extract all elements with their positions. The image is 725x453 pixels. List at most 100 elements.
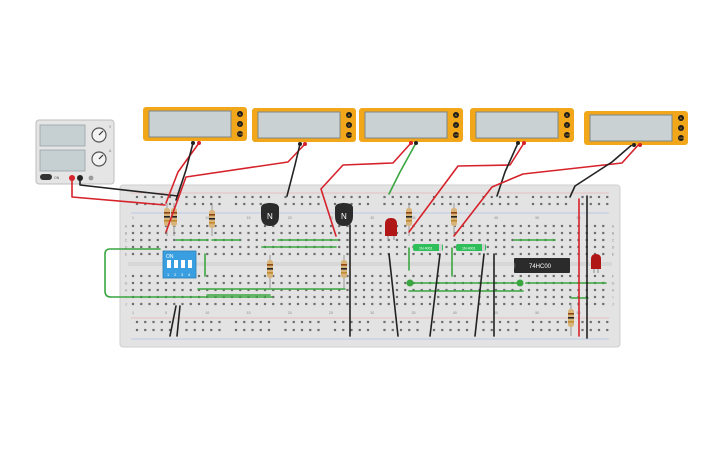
multimeter-1-terminal-com: COM [238,133,244,136]
multimeter-3-screen [364,111,448,139]
positive-terminal[interactable] [69,175,75,181]
row-letter: A [125,224,128,228]
column-number: 35 [412,216,416,220]
multimeter-5[interactable]: A V COM [584,111,688,147]
ground-terminal[interactable] [88,175,94,181]
multimeter-1-screen [148,110,232,138]
wire-black-2[interactable] [388,253,399,337]
column-number: 40 [453,311,457,315]
wire-meter2-black[interactable] [286,143,301,197]
ic-74hc00[interactable]: 74HC00 [514,258,570,273]
dip-switch-toggle-4[interactable] [188,260,192,268]
wire-meter1-black[interactable] [175,142,194,201]
column-number: 30 [370,311,374,315]
row-letter: F [612,274,615,278]
resistor-4[interactable] [267,255,273,288]
row-letter: E [125,252,128,256]
column-number: 45 [494,216,498,220]
wire-black-7[interactable] [176,305,181,337]
green-jumper-wires[interactable] [104,239,607,299]
wire-meter5-red[interactable] [453,142,641,237]
wire-black-3[interactable] [429,253,441,337]
wire-black-6[interactable] [169,305,177,337]
row-letter: B [612,231,615,235]
column-number: 1 [132,311,134,315]
column-number: 50 [535,216,539,220]
dip-switch-position-1: 1 [167,272,170,277]
multimeter-2-terminal-v: V [348,123,351,127]
wire-junction-left[interactable] [406,279,414,287]
row-letter: B [125,231,128,235]
row-letter: C [125,238,128,242]
resistor-3[interactable] [209,205,215,236]
transistor-2[interactable]: N [335,203,353,226]
row-letter: I [613,295,614,299]
multimeter-3-terminal-v: V [455,123,458,127]
multimeter-5-terminal-com: COM [679,137,685,140]
dip-switch-label: ON [166,254,174,260]
resistor-6[interactable] [406,203,412,236]
multimeter-4-terminal-v: V [566,123,569,127]
dip-switch-toggle-2[interactable] [174,260,178,268]
resistor-1[interactable] [164,203,170,236]
multimeter-3[interactable]: A V COM [359,108,463,145]
multimeter-1-terminal-a: A [239,112,242,116]
dip-switch-toggle-1[interactable] [167,260,171,268]
wire-psu-negative[interactable] [79,180,179,197]
ic-label: 74HC00 [529,264,552,270]
negative-terminal[interactable] [77,175,83,181]
power-switch[interactable] [40,174,52,180]
multimeter-2[interactable]: A V COM [252,108,356,146]
led-1[interactable] [385,218,397,240]
current-knob-label: A [109,149,112,153]
wire-meter3-green[interactable] [388,142,417,195]
row-letter: J [612,302,614,306]
transistor-1[interactable]: N [261,203,279,226]
wire-meter2-red[interactable] [165,143,306,233]
multimeter-4-screen [475,111,559,139]
wire-meter4-red[interactable] [408,142,525,233]
column-number: 25 [329,311,333,315]
green-wire-left-loop[interactable] [104,248,273,298]
row-letter: E [612,252,615,256]
multimeter-5-screen [589,114,673,142]
dip-switch-toggle-3[interactable] [181,260,185,268]
power-supply[interactable]: V A ON [35,119,115,185]
multimeter-1-terminal-v: V [239,122,242,126]
wire-psu-positive[interactable] [71,180,166,206]
row-letter: D [612,245,615,249]
row-letter: A [612,224,615,228]
multimeter-1[interactable]: A V COM [143,107,247,145]
multimeter-5-terminal-a: A [680,116,683,120]
wire-meter1-red[interactable] [165,142,200,204]
row-letter: G [612,281,615,285]
column-number: 15 [247,216,251,220]
transistor-2-label: N [341,212,347,221]
dip-switch[interactable]: ON 1 2 3 4 [162,250,197,279]
diode-2[interactable]: 1N 4001 [456,244,486,251]
dip-switch-position-2: 2 [174,272,177,277]
resistor-7[interactable] [451,203,457,236]
row-letter: C [612,238,615,242]
wire-black-4[interactable] [474,253,485,337]
column-number: 10 [205,311,209,315]
wire-meter3-red[interactable] [320,142,412,237]
led-2[interactable] [591,254,601,273]
wire-junction-right[interactable] [516,279,524,287]
diode-1[interactable]: 1N 4001 [413,244,443,251]
dip-switch-position-4: 4 [188,272,191,277]
column-number: 45 [494,311,498,315]
diode-1-label: 1N 4001 [419,247,433,251]
row-letter: F [125,274,128,278]
voltage-display [39,124,86,147]
wire-meter4-black[interactable] [496,142,519,197]
row-letter: H [125,288,128,292]
resistor-5[interactable] [341,255,347,288]
resistor-8[interactable] [568,304,574,336]
dip-switch-position-3: 3 [181,272,184,277]
voltage-knob-label: V [109,125,112,129]
multimeter-4[interactable]: A V COM [470,108,574,145]
wire-meter5-black[interactable] [569,142,635,198]
